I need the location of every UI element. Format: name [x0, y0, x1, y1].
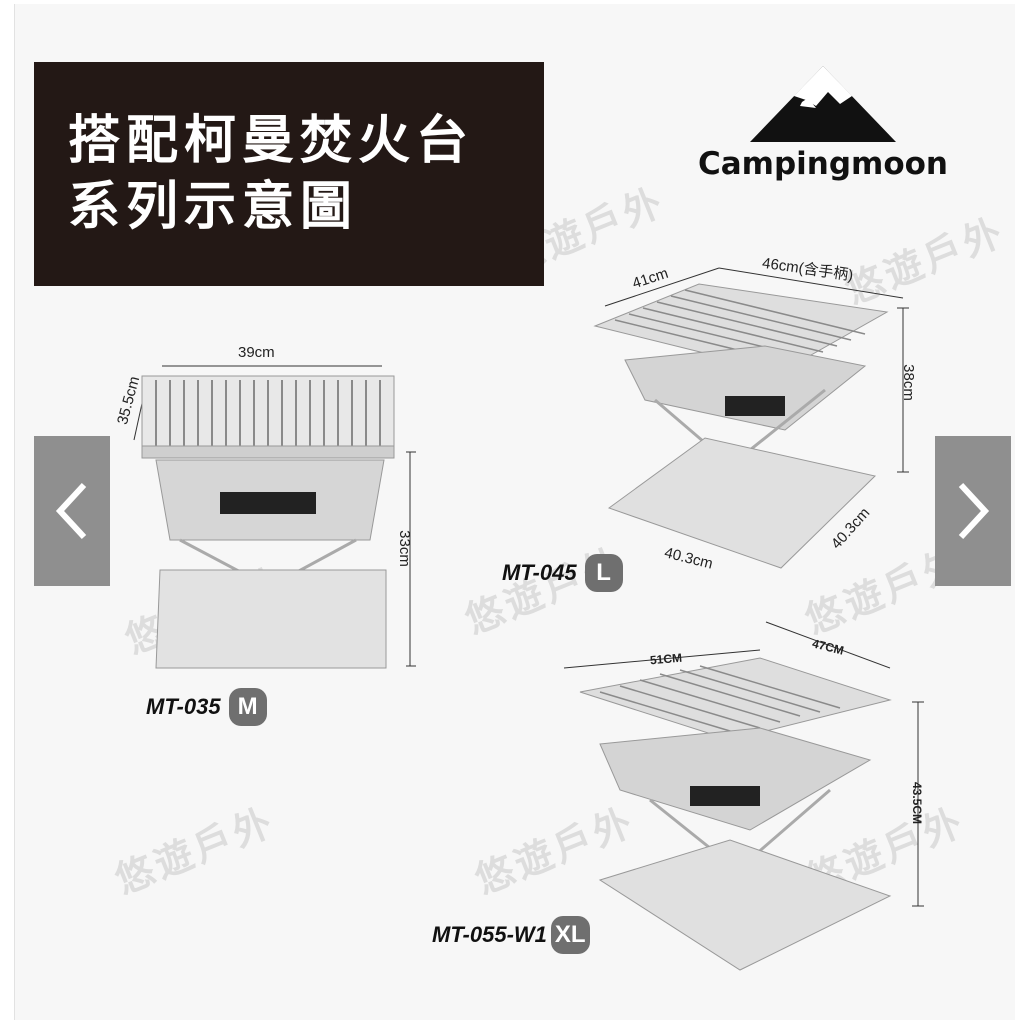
- chevron-right-icon: [958, 482, 990, 540]
- size-badge-m: M: [228, 688, 267, 726]
- product-image-xl: [563, 621, 924, 971]
- chevron-left-icon: [55, 482, 87, 540]
- next-image-button[interactable]: [935, 436, 1011, 586]
- size-badge-xl: XL: [550, 916, 590, 954]
- title-banner: 搭配柯曼焚火台 系列示意圖: [34, 62, 544, 286]
- dim-m-width: 39cm: [238, 344, 275, 361]
- dim-xl-width: 51CM: [649, 650, 683, 668]
- title-line-1: 搭配柯曼焚火台: [68, 111, 475, 171]
- model-m-name: MT-035: [146, 694, 221, 719]
- dim-m-height: 33cm: [395, 530, 413, 567]
- model-xl: MT-055-W1 XL: [432, 916, 590, 954]
- dim-xl-height: 43.5CM: [910, 781, 925, 825]
- product-image-m: [133, 365, 416, 669]
- brand-logo: Campingmoon: [690, 62, 956, 192]
- brand-name: Campingmoon: [697, 146, 948, 182]
- model-l: MT-045 L: [502, 554, 623, 592]
- model-xl-name: MT-055-W1: [432, 922, 547, 947]
- product-image-l: [593, 267, 909, 569]
- prev-image-button[interactable]: [34, 436, 110, 586]
- mountain-logo-icon: [750, 66, 896, 142]
- title-line-2: 系列示意圖: [68, 177, 359, 237]
- size-badge-l: L: [584, 554, 623, 592]
- dim-l-height: 38cm: [899, 364, 917, 401]
- model-m: MT-035 M: [146, 688, 267, 726]
- model-l-name: MT-045: [502, 560, 577, 585]
